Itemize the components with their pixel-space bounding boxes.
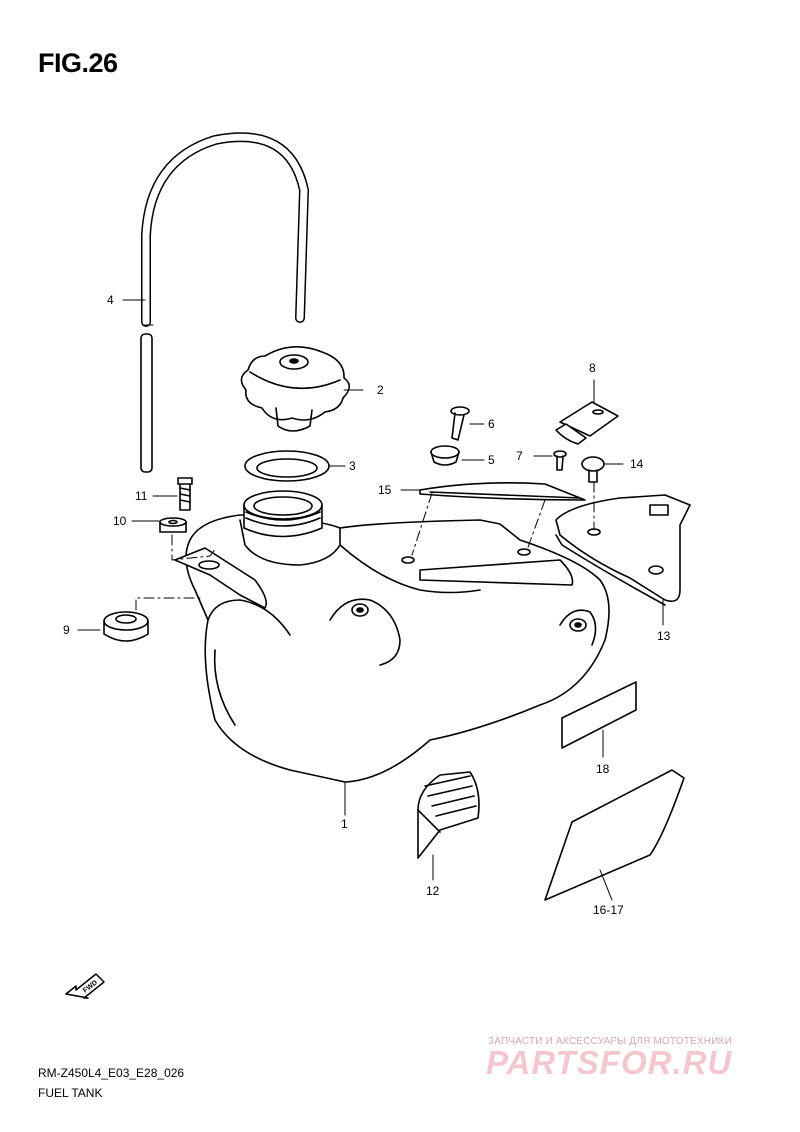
callout-15: 15 xyxy=(378,483,392,497)
figure-name: FUEL TANK xyxy=(38,1086,103,1100)
callout-6: 6 xyxy=(488,417,495,431)
breather-hose xyxy=(140,132,309,473)
fuel-cap xyxy=(240,346,351,432)
bolt-part-11 xyxy=(177,477,193,511)
cap-gasket xyxy=(244,450,330,482)
callout-13: 13 xyxy=(657,629,671,643)
rivet-part-14 xyxy=(581,456,605,483)
callout-8: 8 xyxy=(589,361,596,375)
callout-14: 14 xyxy=(630,457,644,471)
figure-code: RM-Z450L4_E03_E28_026 xyxy=(38,1066,185,1080)
cushion-part-9 xyxy=(103,611,149,642)
figure-title: FIG.26 xyxy=(38,48,118,78)
callout-3: 3 xyxy=(349,459,356,473)
filler-neck xyxy=(243,490,323,538)
decal-part-16-17 xyxy=(544,769,685,901)
callout-5: 5 xyxy=(488,453,495,467)
collar-part-10 xyxy=(159,517,187,533)
callout-1: 1 xyxy=(341,817,348,831)
callout-2: 2 xyxy=(377,383,384,397)
leader-lines xyxy=(77,299,664,901)
bracket-plate xyxy=(555,494,691,606)
callout-numbers: 4 2 3 6 5 7 15 14 8 11 10 9 13 1 12 18 1… xyxy=(63,293,671,917)
screw-part-7 xyxy=(553,450,567,471)
fuel-tank-body xyxy=(174,514,610,783)
callout-12: 12 xyxy=(426,884,440,898)
callout-9: 9 xyxy=(63,623,70,637)
callout-4: 4 xyxy=(107,293,114,307)
callout-7: 7 xyxy=(516,449,523,463)
callout-11: 11 xyxy=(135,489,148,503)
callout-16-17: 16-17 xyxy=(593,903,624,917)
screw-part-6 xyxy=(450,406,470,441)
watermark-brand: PARTSFOR.RU xyxy=(486,1044,733,1081)
label-part-18 xyxy=(561,681,637,749)
assembly-lines xyxy=(135,481,595,611)
washer-part-5 xyxy=(430,445,460,466)
fwd-arrow-icon: FWD xyxy=(65,973,105,999)
cushion-pad-part-12 xyxy=(417,771,480,859)
clip-part-8 xyxy=(555,401,619,445)
heat-shield-strip xyxy=(419,482,586,501)
callout-18: 18 xyxy=(596,762,610,776)
callout-10: 10 xyxy=(113,514,127,528)
watermark-subtitle: ЗАПЧАСТИ И АКСЕССУАРЫ ДЛЯ МОТОТЕХНИКИ xyxy=(488,1036,733,1047)
